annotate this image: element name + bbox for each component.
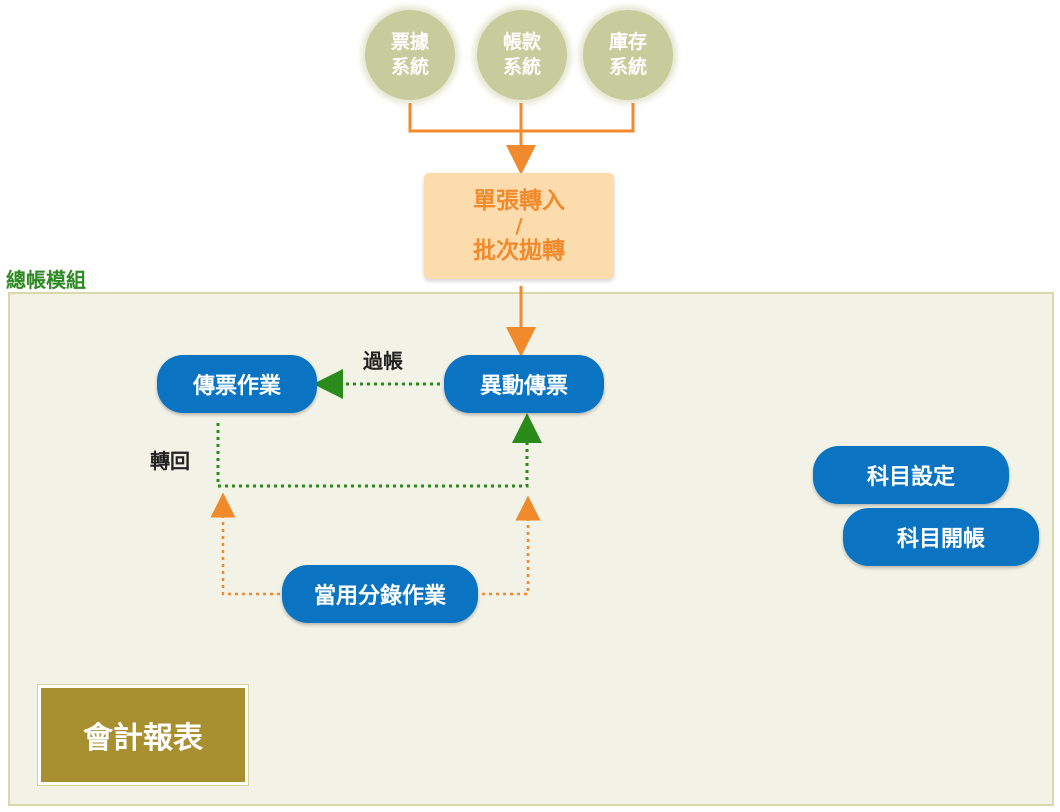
inventory-system-line1: 庫存 — [608, 31, 647, 53]
common-entries-button[interactable]: 當用分錄作業 — [282, 565, 478, 623]
import-box-line1: 單張轉入 — [473, 188, 565, 214]
account-opening-button[interactable]: 科目開帳 — [843, 508, 1039, 566]
accounts-system-line2: 系統 — [502, 56, 541, 78]
bills-system-node[interactable]: 票據 系統 — [365, 10, 455, 100]
post-label: 過帳 — [363, 349, 403, 373]
bills-system-line1: 票據 — [390, 31, 429, 53]
inventory-system-node[interactable]: 庫存 系統 — [583, 10, 673, 100]
accounts-system-line1: 帳款 — [502, 31, 541, 53]
import-box[interactable]: 單張轉入 / 批次拋轉 — [424, 173, 614, 279]
import-box-line2: 批次拋轉 — [473, 238, 565, 264]
bills-system-line2: 系統 — [390, 56, 429, 78]
import-box-slash: / — [515, 214, 523, 238]
voucher-entry-button[interactable]: 傳票作業 — [157, 355, 317, 413]
accounts-system-node[interactable]: 帳款 系統 — [477, 10, 567, 100]
change-voucher-button[interactable]: 異動傳票 — [444, 355, 604, 413]
account-setup-button[interactable]: 科目設定 — [813, 446, 1009, 504]
inventory-system-line2: 系統 — [608, 56, 647, 78]
module-title: 總帳模組 — [6, 268, 86, 292]
financial-reports-button[interactable]: 會計報表 — [37, 684, 249, 786]
return-label: 轉回 — [150, 449, 190, 473]
systems-merge-line — [408, 103, 635, 133]
